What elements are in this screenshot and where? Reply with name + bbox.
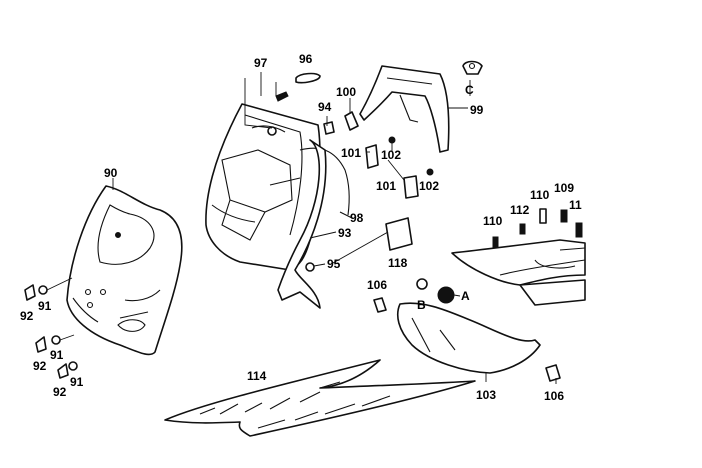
label-110-right: 110 [530,188,550,202]
label-99: 99 [470,103,484,117]
label-111: 11 [569,198,582,212]
bolt-part-106-right [545,364,561,382]
bolt-part-95 [305,262,326,272]
label-92-bottom: 92 [53,385,67,399]
label-B: B [417,298,426,312]
clip-part-100 [344,111,359,131]
label-109: 109 [554,181,574,195]
label-90: 90 [104,166,118,180]
label-103: 103 [476,388,496,402]
screw-part-102-upper [388,136,396,152]
plate-part-118 [332,217,413,264]
rear-frame-assembly [451,239,586,306]
decal-part-114 [164,359,476,437]
label-106-right: 106 [544,389,564,403]
label-98: 98 [350,211,364,225]
clip-part-101-upper [365,144,379,169]
label-102-lower: 102 [419,179,439,193]
clip-91-92-top [24,277,73,301]
label-93: 93 [338,226,352,240]
bushing-part-B [416,278,428,290]
clip-part-101-lower [403,175,419,199]
label-101-upper: 101 [341,146,361,160]
label-112: 112 [510,203,530,217]
nut-part-94 [323,121,335,135]
clip-91-92-bottom [57,361,78,379]
grommet-part-C [462,60,483,75]
screw-part-102-lower [426,168,434,176]
bolt-part-106-left [373,297,387,313]
label-91-top: 91 [38,299,52,313]
label-A: A [461,289,470,303]
label-110-left: 110 [483,214,503,228]
callout-labels: 90 91 92 91 92 91 92 97 96 94 100 C 99 1… [20,52,582,403]
clip-91-92-middle [35,334,75,353]
label-102-upper: 102 [381,148,401,162]
front-shield-part-90 [66,185,183,356]
label-91-middle: 91 [50,348,64,362]
bolts-part-109-112 [492,208,583,250]
label-95: 95 [327,257,341,271]
label-97: 97 [254,56,268,70]
screw-part-97 [267,91,289,136]
label-106-left: 106 [367,278,387,292]
under-cover-part-103 [396,302,541,374]
label-96: 96 [299,52,313,66]
plug-part-A [437,286,461,304]
label-114: 114 [247,369,267,383]
label-92-top: 92 [20,309,34,323]
bracket-part-98 [277,139,353,309]
label-101-lower: 101 [376,179,396,193]
rear-handle-part-99 [359,65,450,153]
label-118: 118 [388,256,408,270]
label-C: C [465,83,474,97]
label-94: 94 [318,100,332,114]
label-100: 100 [336,85,356,99]
clip-part-96 [295,72,321,84]
leader-lines [112,72,557,384]
label-91-bottom: 91 [70,375,84,389]
label-92-middle: 92 [33,359,47,373]
